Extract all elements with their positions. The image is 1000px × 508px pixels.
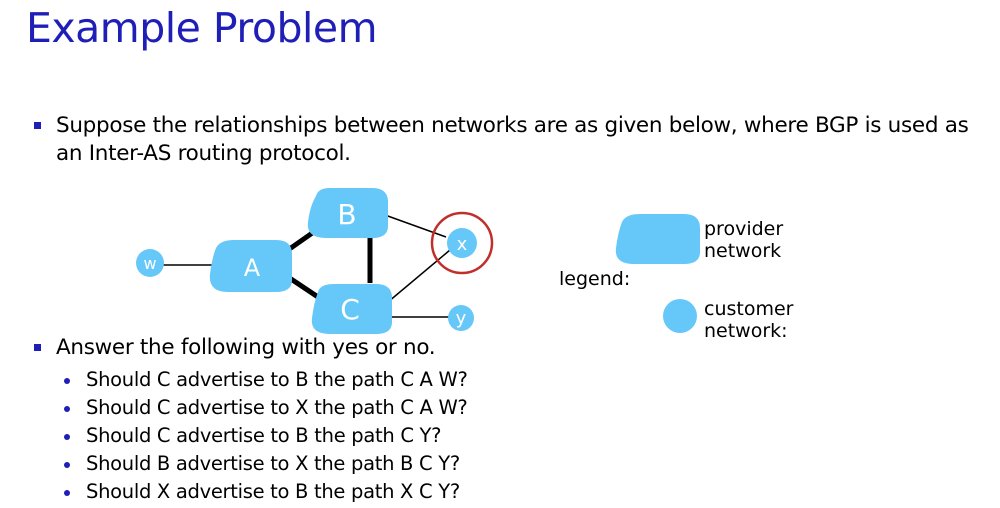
highlight-ring-x: [430, 211, 494, 275]
question-item: Should C advertise to B the path C A W?: [64, 366, 468, 394]
sub-bullet-dot: [64, 378, 70, 384]
intro-text: Suppose the relationships between networ…: [56, 113, 969, 166]
node-label-y: y: [456, 308, 467, 329]
node-label-c: C: [340, 293, 360, 326]
question-item-text: Should C advertise to X the path C A W?: [86, 396, 468, 419]
customer-network-x: [447, 228, 477, 258]
link-a-c: [286, 274, 320, 300]
question-item-text: Should B advertise to X the path B C Y?: [86, 452, 460, 475]
question-item: Should X advertise to B the path X C Y?: [64, 478, 468, 506]
customer-network-y: [448, 305, 474, 331]
node-label-a: A: [244, 254, 261, 282]
bullet-marker: [34, 344, 41, 351]
sub-bullet-dot: [64, 406, 70, 412]
question-bullet: Answer the following with yes or no.: [34, 334, 534, 364]
question-text: Answer the following with yes or no.: [56, 335, 436, 360]
question-item-text: Should X advertise to B the path X C Y?: [86, 480, 460, 503]
node-label-x: x: [457, 234, 468, 255]
legend-label: legend:: [559, 268, 631, 290]
legend-customer-shape: [663, 299, 697, 333]
node-label-b: B: [337, 198, 356, 231]
bullet-marker: [34, 122, 41, 129]
node-label-w: w: [143, 254, 156, 273]
sub-bullet-dot: [64, 434, 70, 440]
sub-bullet-dot: [64, 490, 70, 496]
link-b-x: [384, 214, 447, 238]
legend-customer-label: customer network:: [704, 298, 794, 342]
question-item: Should B advertise to X the path B C Y?: [64, 450, 468, 478]
question-list: Should C advertise to B the path C A W? …: [64, 366, 468, 506]
provider-network-c: [311, 284, 392, 334]
provider-network-b: [307, 188, 388, 238]
question-item-text: Should C advertise to B the path C Y?: [86, 424, 442, 447]
question-item-text: Should C advertise to B the path C A W?: [86, 368, 468, 391]
intro-bullet: Suppose the relationships between networ…: [34, 112, 974, 172]
question-item: Should C advertise to X the path C A W?: [64, 394, 468, 422]
provider-network-a: [209, 240, 292, 292]
question-item: Should C advertise to B the path C Y?: [64, 422, 468, 450]
legend-provider-label: provider network: [704, 218, 784, 262]
legend-provider-shape: [615, 214, 700, 264]
customer-network-w: [136, 249, 164, 277]
sub-bullet-dot: [64, 462, 70, 468]
slide-title: Example Problem: [26, 4, 378, 52]
link-c-x: [387, 249, 451, 303]
